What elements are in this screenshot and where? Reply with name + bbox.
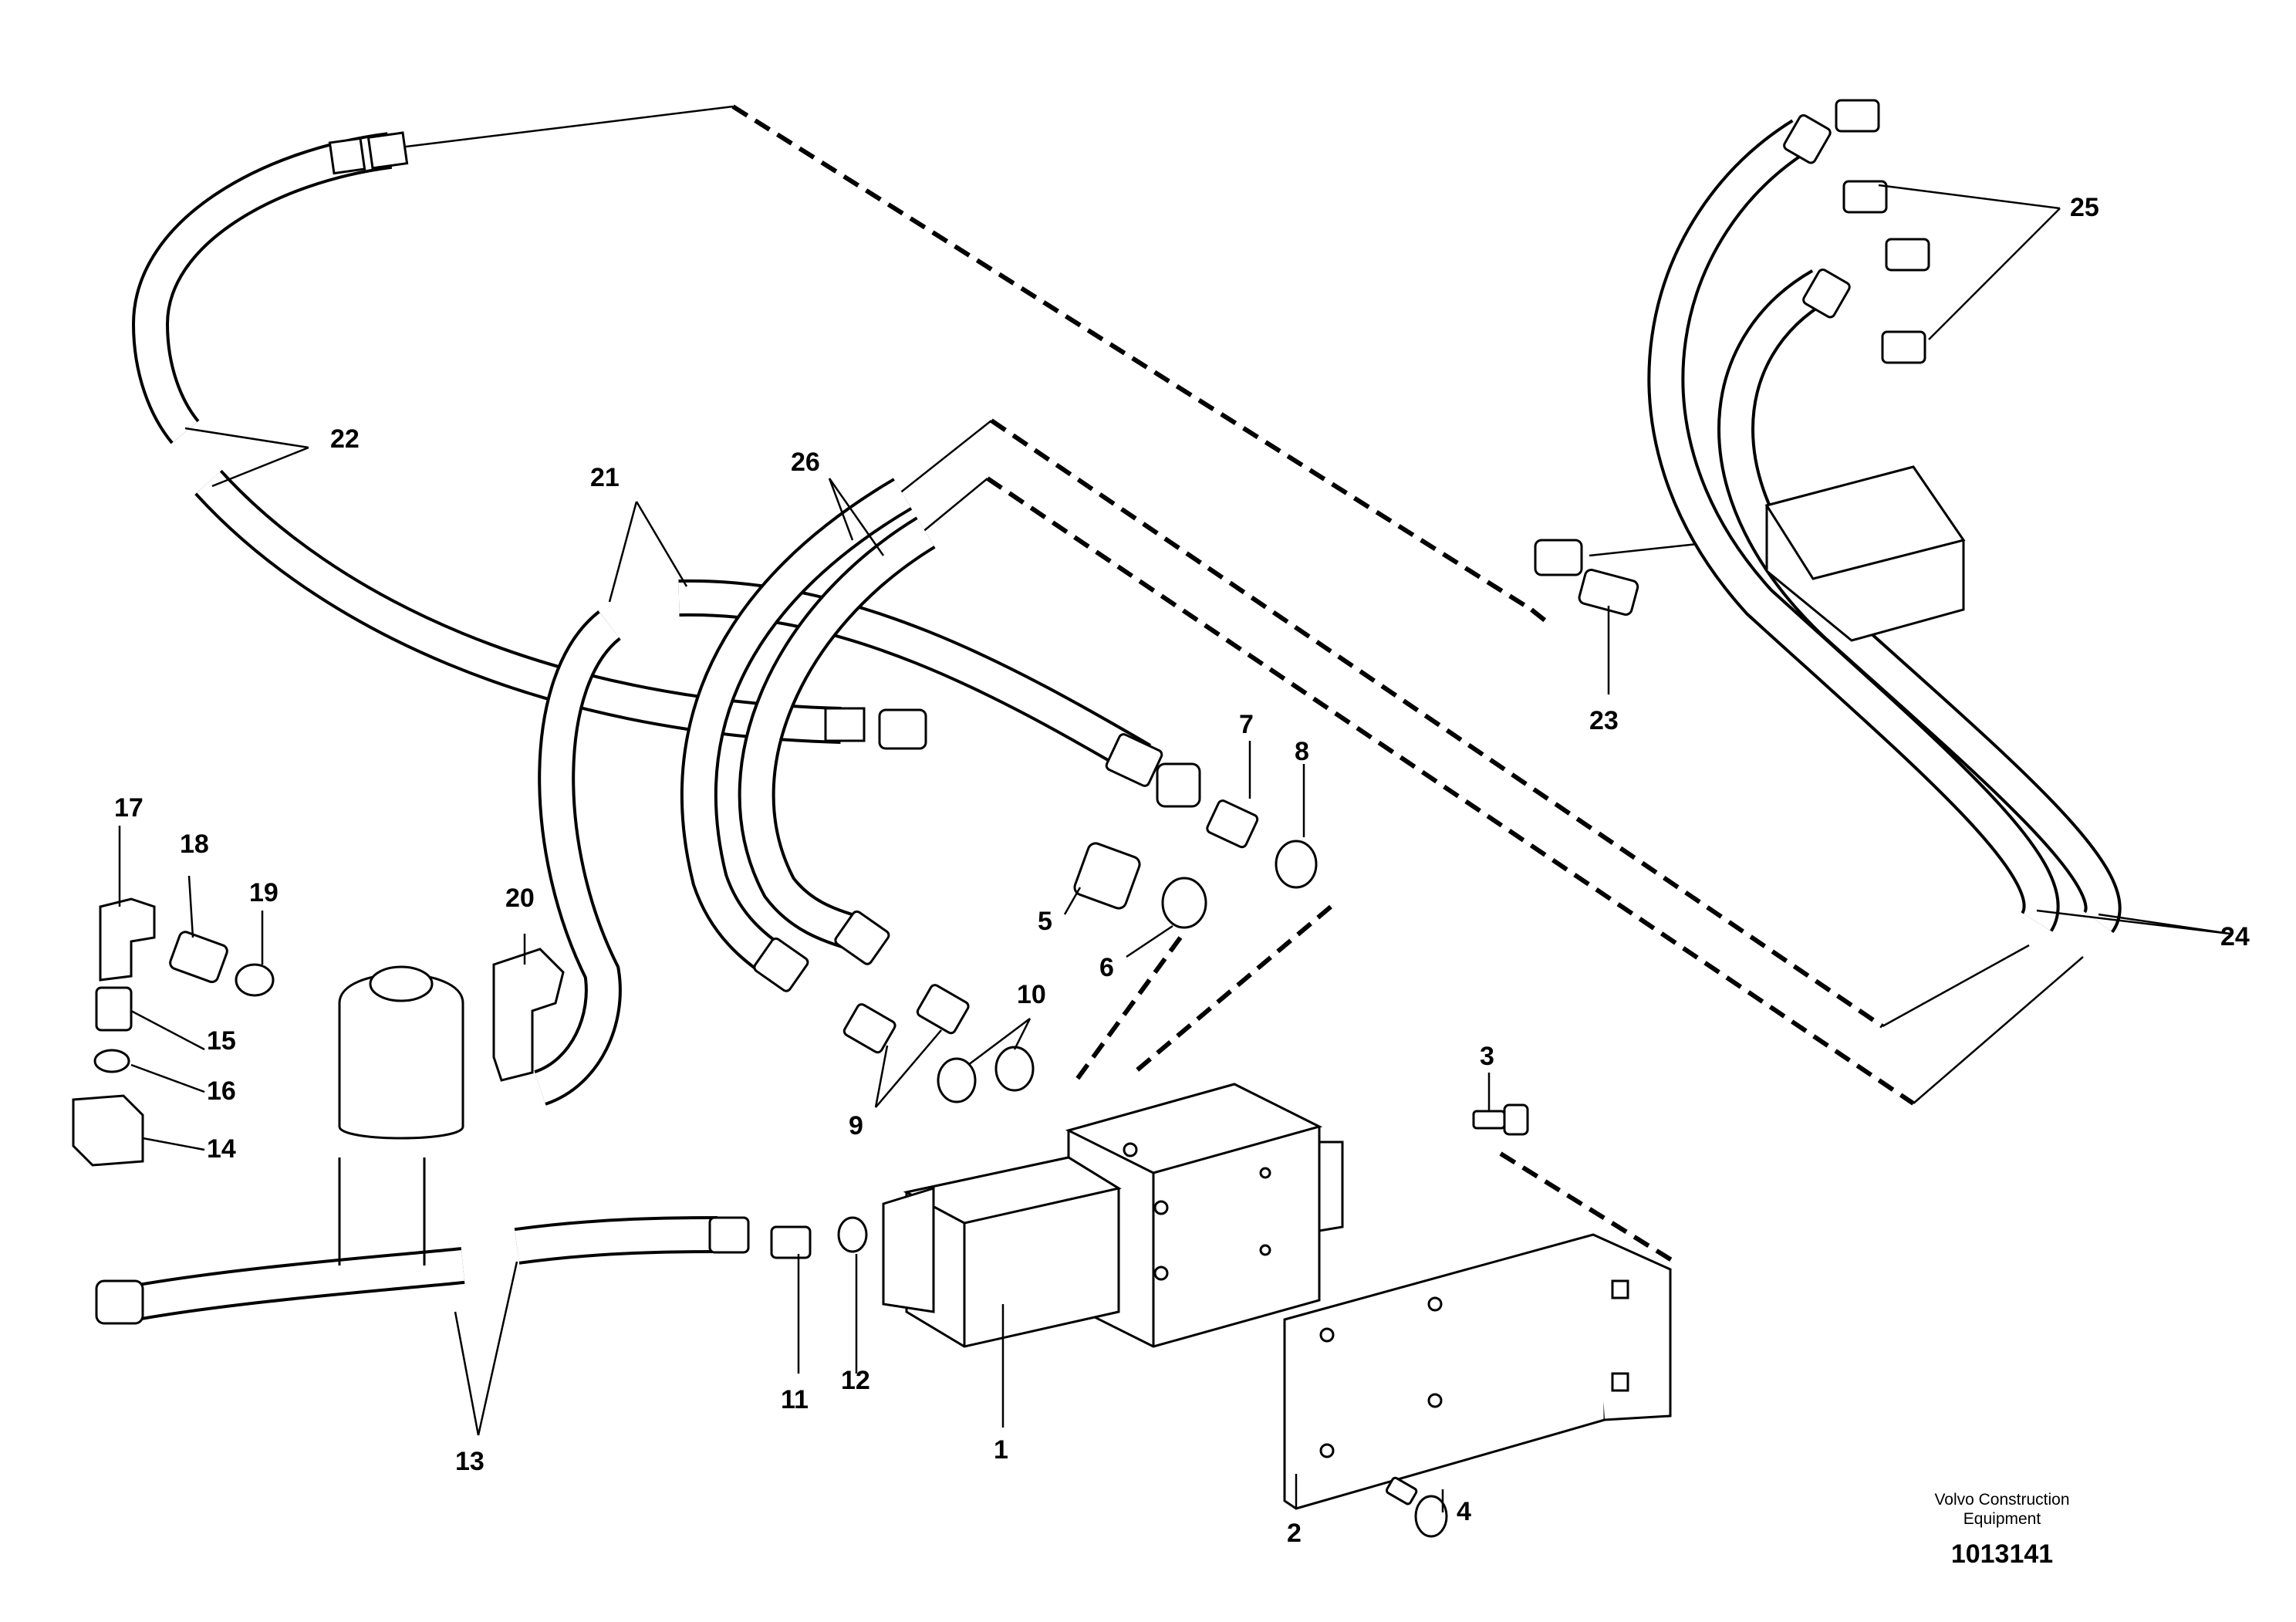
caption-division: Equipment — [1963, 1510, 2041, 1528]
hose-13 — [95, 1216, 750, 1325]
callout-22: 22 — [330, 424, 360, 454]
callout-23: 23 — [1589, 706, 1619, 735]
callout-19: 19 — [249, 878, 279, 907]
callout-13: 13 — [455, 1447, 485, 1476]
hose-26 — [680, 478, 936, 992]
callout-6: 6 — [1099, 953, 1114, 982]
callout-11: 11 — [781, 1385, 809, 1414]
leader-lines — [118, 184, 2230, 1512]
callout-21: 21 — [590, 463, 620, 492]
callout-1: 1 — [994, 1435, 1008, 1465]
caption-company: Volvo Construction — [1934, 1491, 2069, 1509]
callout-5: 5 — [1038, 907, 1052, 936]
callout-14: 14 — [207, 1134, 236, 1164]
fittings — [72, 99, 1966, 1538]
callouts: 1 2 3 4 5 6 7 8 9 10 11 12 13 14 15 16 1… — [114, 193, 2250, 1548]
callout-16: 16 — [207, 1076, 236, 1106]
callout-17: 17 — [114, 793, 144, 823]
callout-10: 10 — [1017, 980, 1046, 1009]
callout-15: 15 — [207, 1026, 236, 1056]
callout-12: 12 — [841, 1366, 870, 1395]
bracket — [1283, 1233, 1672, 1510]
callout-20: 20 — [505, 884, 535, 913]
callout-2: 2 — [1287, 1519, 1302, 1548]
callout-8: 8 — [1295, 737, 1309, 766]
callout-4: 4 — [1457, 1497, 1471, 1526]
callout-3: 3 — [1480, 1042, 1494, 1071]
callout-9: 9 — [849, 1111, 863, 1140]
callout-18: 18 — [180, 830, 209, 859]
callout-24: 24 — [2220, 922, 2250, 951]
valve-block — [882, 1083, 1344, 1348]
caption-diagram-number: 1013141 — [1951, 1539, 2053, 1569]
callout-7: 7 — [1239, 710, 1254, 739]
caption: Volvo Construction Equipment 1013141 — [1934, 1491, 2069, 1569]
routing-dashed-lines — [393, 104, 2084, 1264]
callout-25: 25 — [2070, 193, 2099, 222]
callout-26: 26 — [791, 448, 820, 477]
